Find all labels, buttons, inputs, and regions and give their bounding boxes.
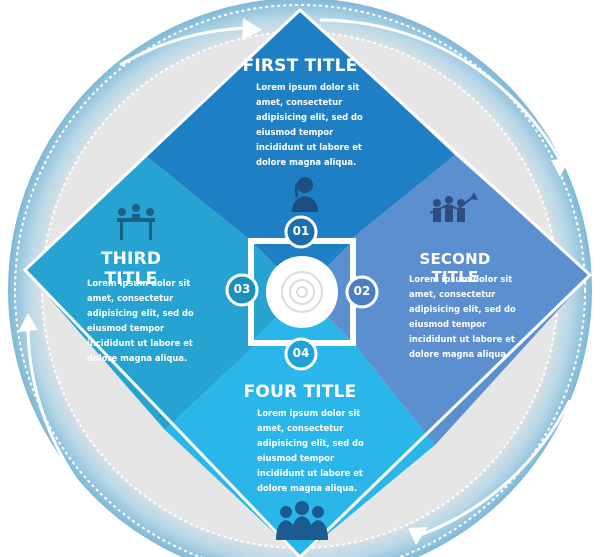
- panel-fourth-body-wrap: Lorem ipsum dolor sit amet, consectetur …: [257, 406, 377, 496]
- panel-fourth-shape: [165, 345, 435, 557]
- panel-first-body-wrap: Lorem ipsum dolor sit amet, consectetur …: [256, 80, 376, 170]
- panel-fourth-body: Lorem ipsum dolor sit amet, consectetur …: [257, 408, 364, 493]
- center-hub: [248, 238, 356, 346]
- panel-shapes: [22, 7, 593, 557]
- panel-third: THIRD TITLE: [72, 249, 190, 289]
- badge-04: 04: [292, 346, 310, 360]
- badge-02: 02: [353, 284, 371, 298]
- panel-third-body-wrap: Lorem ipsum dolor sit amet, consectetur …: [87, 276, 207, 366]
- meeting-table-icon: [117, 204, 155, 240]
- panel-second-title: SECOND TITLE: [419, 250, 491, 286]
- number-badges: [225, 215, 379, 371]
- panel-fourth-title: FOUR TITLE: [243, 382, 357, 402]
- panel-third-title: THIRD TITLE: [100, 249, 162, 289]
- panel-second-body: Lorem ipsum dolor sit amet, consectetur …: [409, 274, 516, 359]
- businesswoman-icon: [292, 177, 318, 212]
- panel-third-shape: [25, 155, 255, 430]
- growth-chart-team-icon: [429, 192, 478, 222]
- panel-second-body-wrap: Lorem ipsum dolor sit amet, consectetur …: [409, 272, 529, 362]
- badge-03: 03: [233, 282, 251, 296]
- panel-first-body: Lorem ipsum dolor sit amet, consectetur …: [256, 82, 363, 167]
- arrow-heads: [18, 18, 570, 545]
- panel-first: FIRST TITLE: [236, 56, 364, 76]
- panel-second-shape: [350, 155, 590, 445]
- cycle-arrows: [26, 18, 572, 537]
- panel-first-title: FIRST TITLE: [242, 56, 358, 76]
- panel-second: SECOND TITLE: [396, 250, 514, 286]
- badge-01: 01: [292, 224, 310, 238]
- team-group-icon: [276, 501, 328, 540]
- panel-first-shape: [145, 10, 455, 240]
- panel-fourth: FOUR TITLE: [240, 382, 360, 402]
- panel-third-body: Lorem ipsum dolor sit amet, consectetur …: [87, 278, 194, 363]
